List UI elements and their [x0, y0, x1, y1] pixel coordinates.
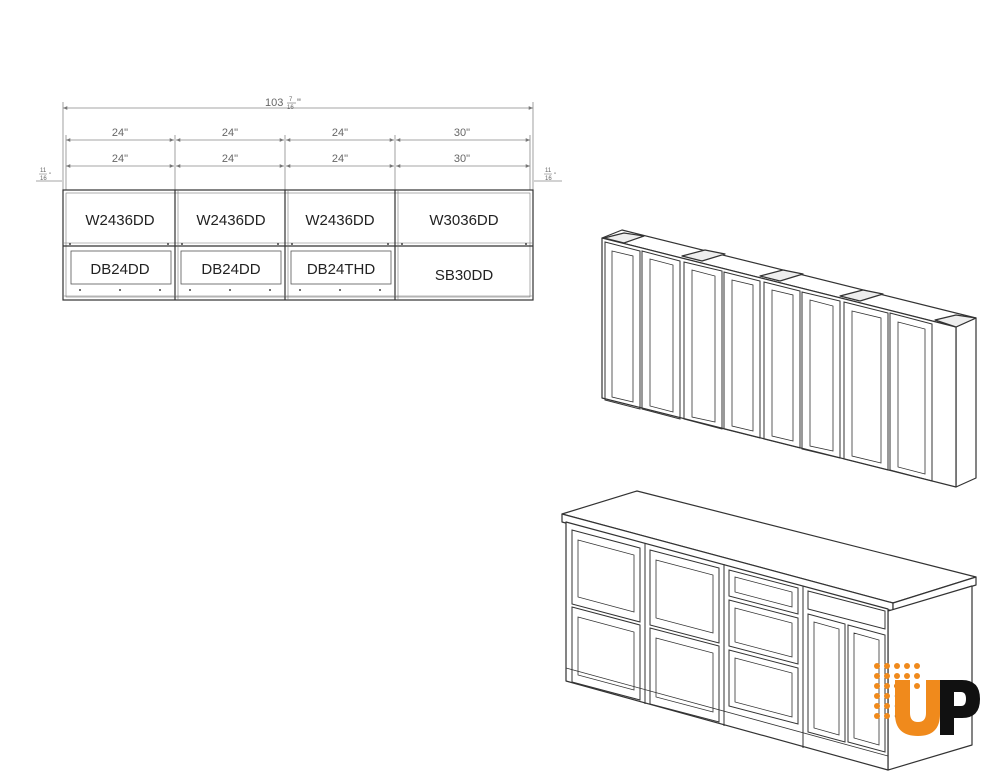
svg-text:": " — [297, 97, 301, 109]
svg-text:UP: UP — [0, 0, 2, 1]
svg-text:": " — [49, 173, 51, 179]
side-gap-left: 11 16 " — [36, 168, 62, 182]
overall-dimension-label: 103 7 16 " — [265, 97, 301, 111]
svg-text:103: 103 — [265, 97, 283, 109]
width-label-top-2: 24" — [222, 127, 238, 139]
svg-text:16: 16 — [545, 176, 552, 182]
svg-text:": " — [554, 173, 556, 179]
hardware-marks — [69, 243, 527, 291]
width-label-bottom-1: 24" — [112, 153, 128, 165]
width-label-bottom-2: 24" — [222, 153, 238, 165]
wall-cabinet-label-2: W2436DD — [196, 212, 265, 229]
logo-letter-p — [940, 680, 980, 735]
logo-dot-grid — [874, 663, 920, 719]
brand-logo: UP — [0, 0, 980, 736]
svg-text:16: 16 — [287, 105, 294, 111]
width-label-top-1: 24" — [112, 127, 128, 139]
base-cabinet-label-3: DB24THD — [307, 261, 376, 278]
svg-text:11: 11 — [40, 168, 47, 174]
width-label-top-3: 24" — [332, 127, 348, 139]
column-dimension-row-top — [65, 135, 531, 190]
elevation-frame — [62, 189, 534, 301]
svg-text:16: 16 — [40, 176, 47, 182]
width-label-top-4: 30" — [454, 127, 470, 139]
wall-cabinet-doors-3d — [604, 241, 933, 482]
svg-text:11: 11 — [545, 168, 552, 174]
wall-cabinet-label-3: W2436DD — [305, 212, 374, 229]
svg-text:7: 7 — [289, 97, 293, 103]
side-gap-right: 11 16 " — [534, 168, 562, 182]
base-drawer-outlines — [70, 250, 392, 285]
wall-cabinet-label-1: W2436DD — [85, 212, 154, 229]
base-cabinet-label-1: DB24DD — [90, 261, 149, 278]
overall-dimension — [62, 102, 534, 190]
wall-cabinets-3d — [601, 229, 977, 488]
width-label-bottom-3: 24" — [332, 153, 348, 165]
base-cabinet-fronts-3d — [565, 529, 889, 757]
base-cabinet-label-4: SB30DD — [435, 267, 494, 284]
logo-letter-u — [895, 680, 940, 736]
width-label-bottom-4: 30" — [454, 153, 470, 165]
wall-cabinet-label-4: W3036DD — [429, 212, 498, 229]
base-cabinet-label-2: DB24DD — [201, 261, 260, 278]
